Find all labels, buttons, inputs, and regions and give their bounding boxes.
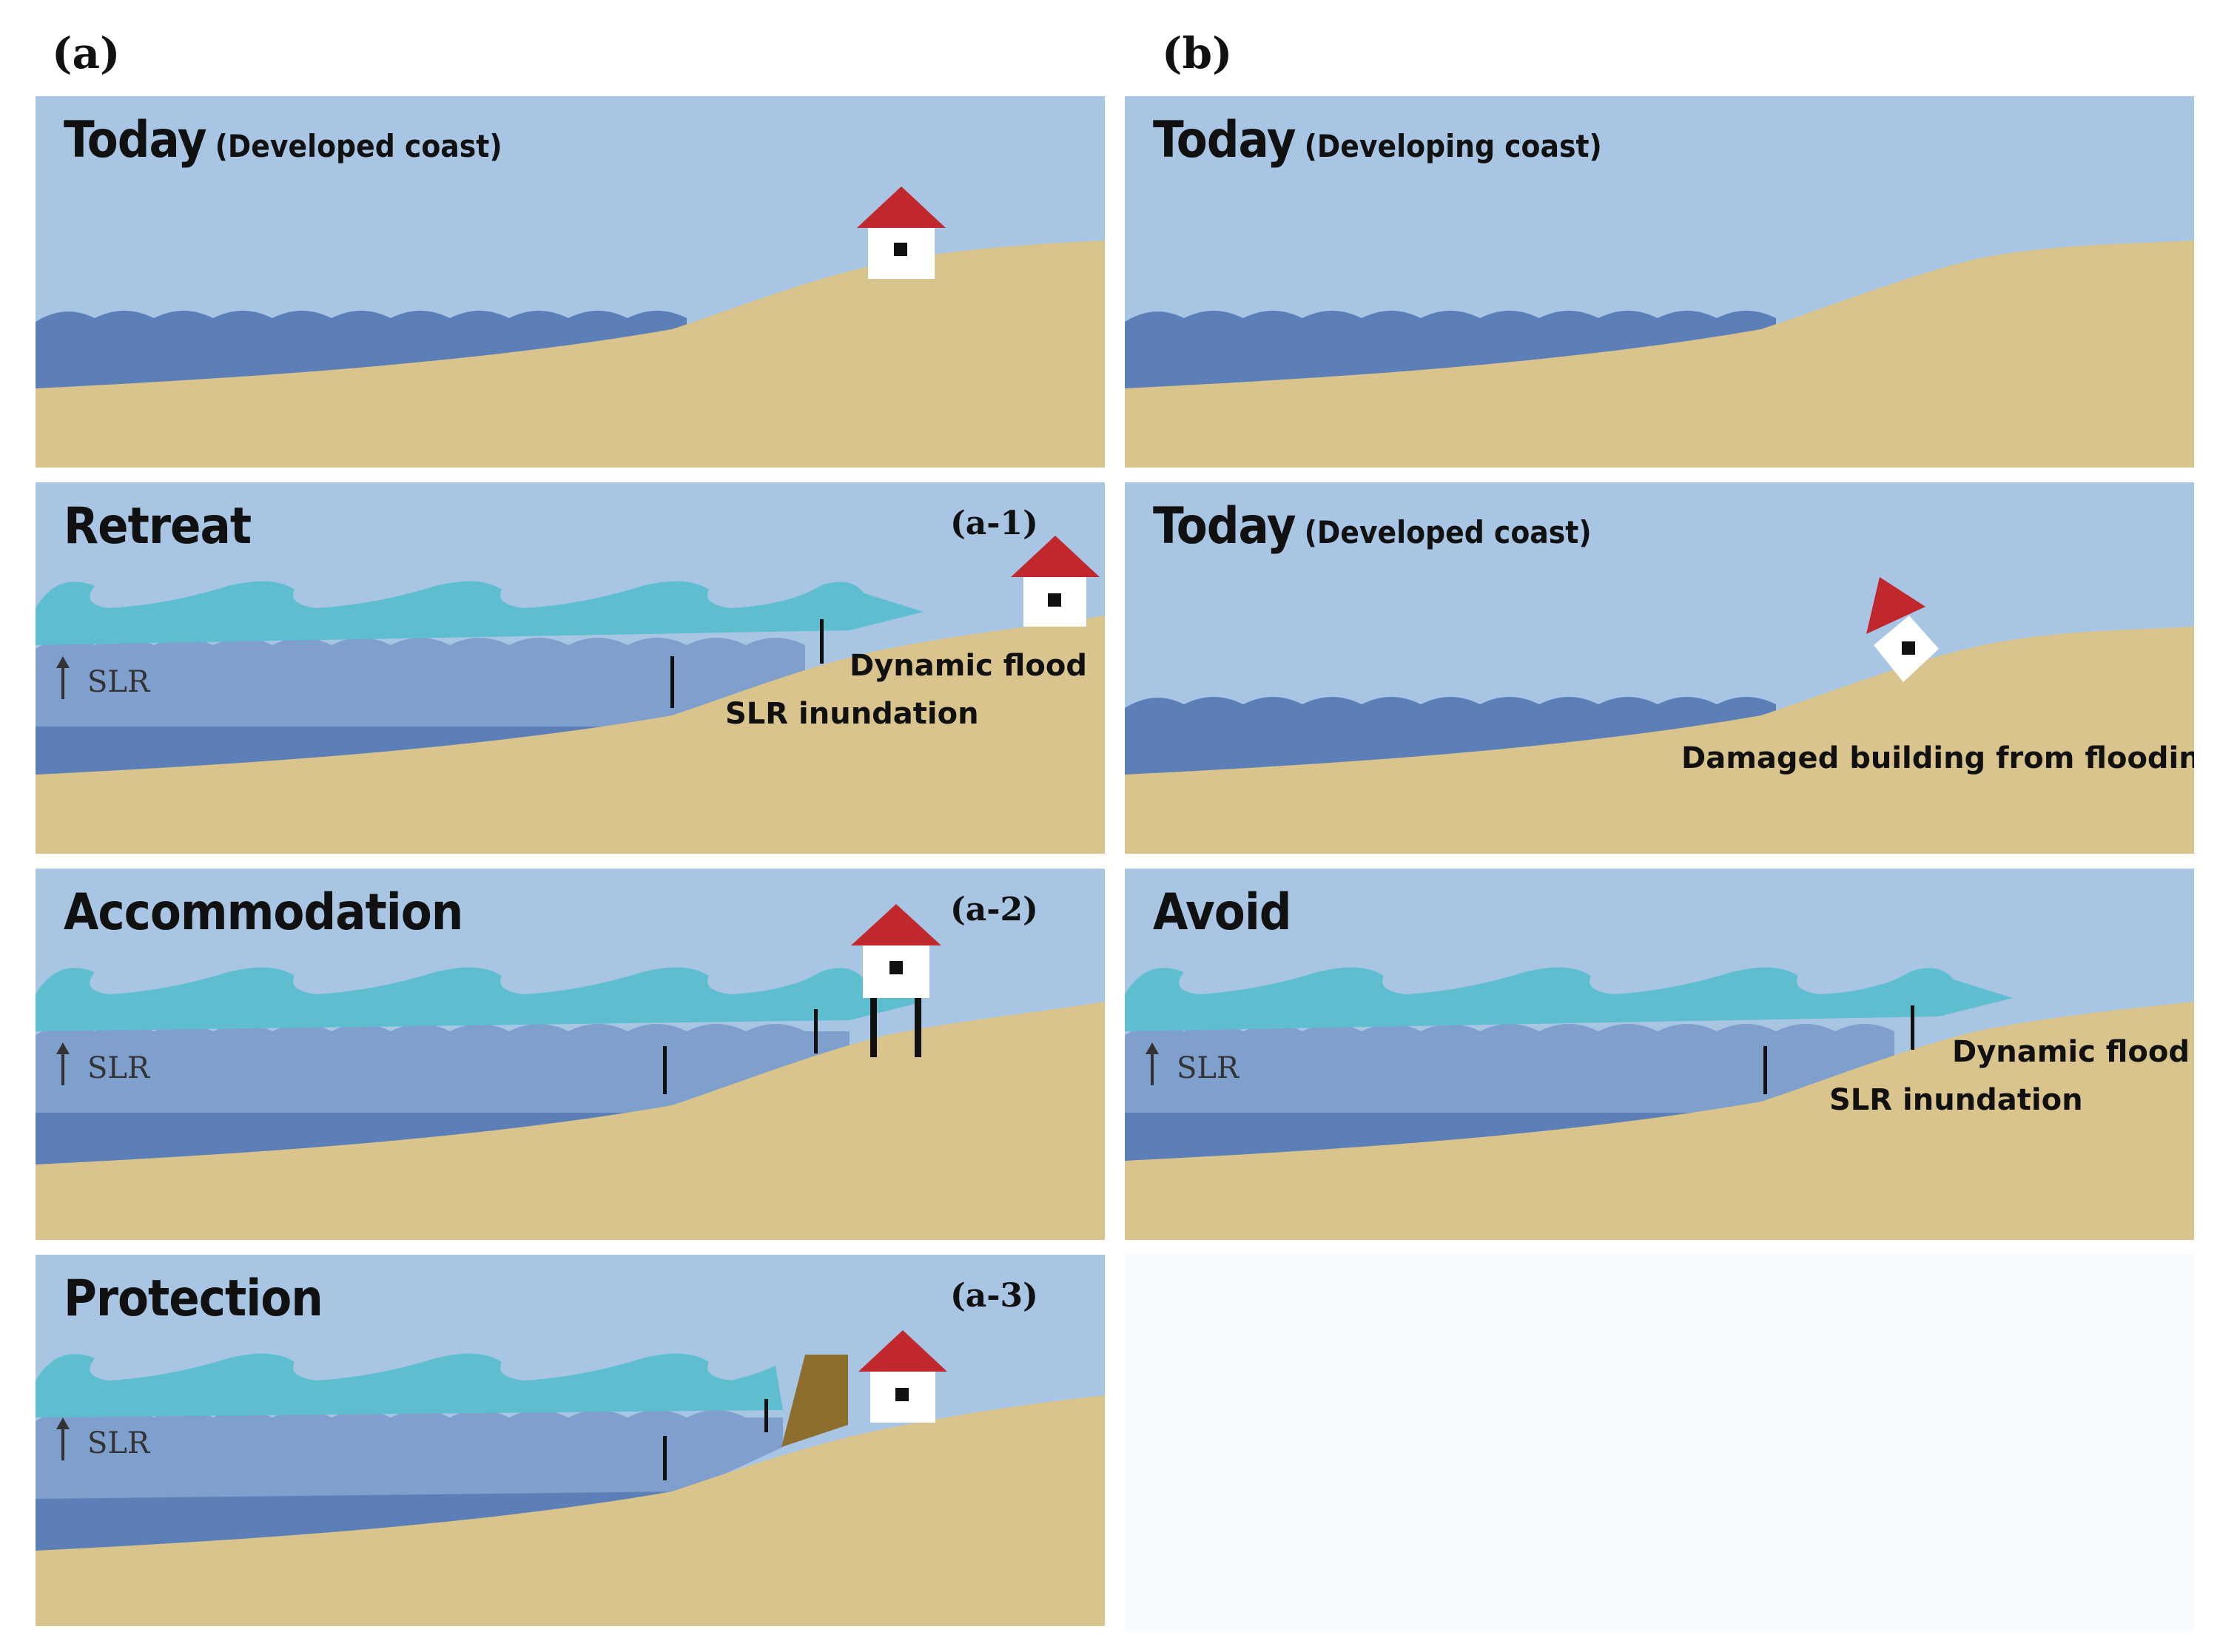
seawall xyxy=(781,1355,848,1447)
panel-a-retreat: Retreat (a-1) SLR Dynamic flood SLR inun… xyxy=(36,482,1105,854)
up-arrow-icon xyxy=(1146,1042,1159,1085)
panel-b-today-developing: Today(Developing coast) xyxy=(1125,96,2194,468)
panel-title: Accommodation xyxy=(64,883,463,942)
slr-indicator: SLR xyxy=(1146,1042,1240,1085)
panel-tag: (a-2) xyxy=(949,891,1038,928)
slr-label: SLR xyxy=(1177,1051,1240,1085)
slr-inundation-label: SLR inundation xyxy=(1829,1083,2083,1117)
column-label-b: (b) xyxy=(1162,28,1233,78)
slr-indicator: SLR xyxy=(56,1417,150,1460)
panel-b-avoid: Avoid SLR Dynamic flood SLR inundation xyxy=(1125,869,2194,1240)
house-window xyxy=(889,961,903,974)
panel-a-protection: Protection (a-3) SLR xyxy=(36,1255,1105,1626)
dynamic-flood-label: Dynamic flood xyxy=(850,649,1088,683)
slr-indicator: SLR xyxy=(56,1042,150,1085)
panel-title: Protection xyxy=(64,1270,323,1328)
panel-title: Today xyxy=(1153,497,1296,556)
flood-marker xyxy=(1911,1005,1914,1050)
house-roof xyxy=(857,186,946,228)
storm-waves xyxy=(36,967,924,1031)
damaged-building-label: Damaged building from flooding xyxy=(1681,741,2194,775)
sand-beach xyxy=(36,1002,1105,1240)
coast-scene xyxy=(36,1330,1105,1626)
coast-scene xyxy=(36,186,1105,468)
panel-a-today: Today(Developed coast) xyxy=(36,96,1105,468)
panel-title-row: Avoid xyxy=(1153,883,1292,942)
sand-beach xyxy=(36,616,1105,854)
coast-scene xyxy=(1125,577,2194,854)
slr-label: SLR xyxy=(87,1051,150,1085)
panel-title: Today xyxy=(1153,111,1296,169)
house-window xyxy=(1048,593,1061,607)
slr-label: SLR xyxy=(87,665,150,699)
panel-title-row: Accommodation xyxy=(64,883,463,942)
flood-marker xyxy=(814,1009,818,1053)
panel-tag: (a-1) xyxy=(949,505,1038,542)
storm-waves xyxy=(1125,967,2013,1031)
house-window xyxy=(1902,641,1915,655)
coast-scene xyxy=(1125,967,2194,1240)
up-arrow-icon xyxy=(56,656,70,699)
sand-beach xyxy=(1125,240,2194,468)
inundation-marker xyxy=(663,1046,667,1094)
flood-marker xyxy=(764,1399,768,1432)
coast-scene xyxy=(1125,240,2194,468)
raised-sea xyxy=(36,1410,783,1499)
panel-subtitle: (Developing coast) xyxy=(1304,128,1602,164)
inundation-marker xyxy=(663,1436,667,1480)
sand-beach xyxy=(1125,1002,2194,1240)
flood-marker xyxy=(820,619,824,664)
panel-subtitle: (Developed coast) xyxy=(1304,514,1592,550)
panel-title-row: Retreat xyxy=(64,497,252,556)
inundation-marker xyxy=(670,656,674,708)
slr-inundation-label: SLR inundation xyxy=(725,697,979,731)
sand-beach xyxy=(36,1395,1105,1626)
storm-waves xyxy=(36,581,924,645)
up-arrow-icon xyxy=(56,1042,70,1085)
empty-area xyxy=(1125,1254,2194,1631)
panel-title: Retreat xyxy=(64,497,252,556)
inundation-marker xyxy=(1763,1046,1767,1094)
panel-b-today-developed: Today(Developed coast) Damaged building … xyxy=(1125,482,2194,854)
panel-title-row: Today(Developed coast) xyxy=(64,111,502,169)
raised-sea xyxy=(36,1024,850,1113)
sand-beach xyxy=(1125,627,2194,854)
panel-title: Today xyxy=(64,111,207,169)
house-window xyxy=(894,243,907,256)
raised-sea xyxy=(1125,1024,1894,1113)
slr-indicator: SLR xyxy=(56,656,150,699)
house-roof xyxy=(858,1330,947,1372)
coast-scene xyxy=(36,536,1105,854)
panel-title-row: Protection xyxy=(64,1270,323,1328)
house-window xyxy=(895,1388,909,1401)
tilted-house-roof xyxy=(1866,577,1925,634)
panel-a-accommodation: Accommodation (a-2) SLR xyxy=(36,869,1105,1240)
stilt-left xyxy=(870,994,877,1057)
panel-tag: (a-3) xyxy=(949,1277,1038,1315)
stilt-right xyxy=(915,994,921,1057)
dynamic-flood-label: Dynamic flood xyxy=(1952,1035,2190,1069)
raised-sea xyxy=(36,638,805,726)
house-roof xyxy=(1011,536,1100,577)
coast-scene xyxy=(36,904,1105,1240)
storm-waves xyxy=(36,1353,783,1417)
panel-subtitle: (Developed coast) xyxy=(215,128,502,164)
sand-beach xyxy=(36,240,1105,468)
slr-label: SLR xyxy=(87,1426,150,1460)
panel-title: Avoid xyxy=(1153,883,1292,942)
house-roof xyxy=(851,904,941,945)
panel-title-row: Today(Developing coast) xyxy=(1153,111,1602,169)
up-arrow-icon xyxy=(56,1417,70,1460)
panel-title-row: Today(Developed coast) xyxy=(1153,497,1592,556)
column-label-a: (a) xyxy=(52,28,121,78)
